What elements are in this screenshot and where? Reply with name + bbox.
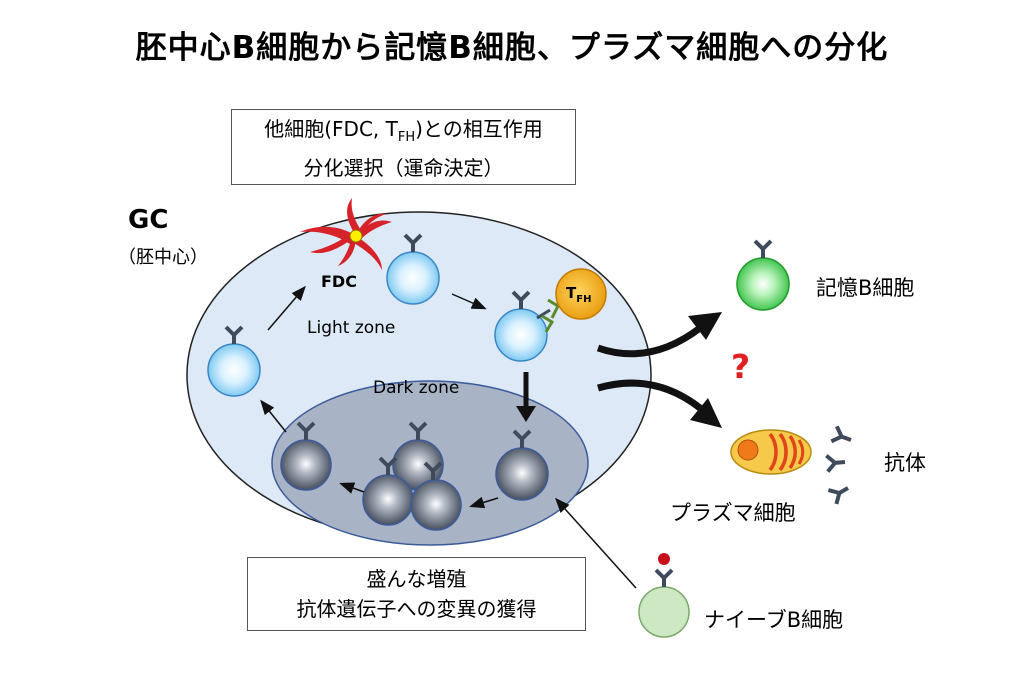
arrow-to-memory bbox=[596, 312, 722, 358]
cycle-arrows bbox=[260, 285, 637, 589]
light-zone-cell-top bbox=[386, 233, 440, 305]
proliferation-note-box: 盛んな増殖 抗体遺伝子への変異の獲得 bbox=[247, 557, 586, 631]
dark-zone-cell-1 bbox=[280, 421, 332, 491]
selection-arrow bbox=[516, 372, 536, 422]
gc-sublabel: （胚中心） bbox=[118, 247, 208, 268]
interaction-note-line1: 他細胞(FDC, TFH)との相互作用 bbox=[264, 117, 543, 145]
question-mark: ? bbox=[731, 347, 751, 386]
dark-zone-label: Dark zone bbox=[373, 378, 460, 398]
plasma-cell-label: プラズマ細胞 bbox=[670, 501, 796, 525]
proliferation-note-line1: 盛んな増殖 bbox=[366, 567, 467, 591]
memory-b-cell-label: 記憶B細胞 bbox=[816, 276, 915, 300]
proliferation-note-line2: 抗体遺伝子への変異の獲得 bbox=[296, 597, 537, 621]
arrow-to-plasma bbox=[597, 379, 722, 428]
antibody-icons bbox=[824, 424, 856, 506]
light-zone-cell-left bbox=[207, 325, 261, 397]
light-zone-cell-right bbox=[494, 290, 560, 362]
fdc-label: FDC bbox=[321, 272, 357, 291]
page-title: 胚中心B細胞から記憶B細胞、プラズマ細胞への分化 bbox=[135, 30, 889, 66]
memory-b-cell bbox=[736, 239, 790, 311]
naive-b-cell-label: ナイーブB細胞 bbox=[704, 608, 844, 632]
plasma-cell bbox=[730, 429, 812, 475]
antibody-label: 抗体 bbox=[884, 451, 926, 475]
dark-zone-cell-5 bbox=[495, 429, 549, 501]
tfh-label: TFH bbox=[566, 284, 592, 305]
tfh-cell bbox=[555, 268, 607, 320]
gc-label: GC bbox=[128, 205, 169, 235]
interaction-note-box: 他細胞(FDC, TFH)との相互作用 分化選択（運命決定） bbox=[231, 109, 576, 185]
light-zone-label: Light zone bbox=[307, 318, 396, 338]
dark-zone-cell-4 bbox=[410, 461, 462, 531]
naive-b-cell bbox=[638, 553, 690, 638]
fdc-cell bbox=[300, 198, 392, 270]
interaction-note-line2: 分化選択（運命決定） bbox=[303, 156, 504, 180]
